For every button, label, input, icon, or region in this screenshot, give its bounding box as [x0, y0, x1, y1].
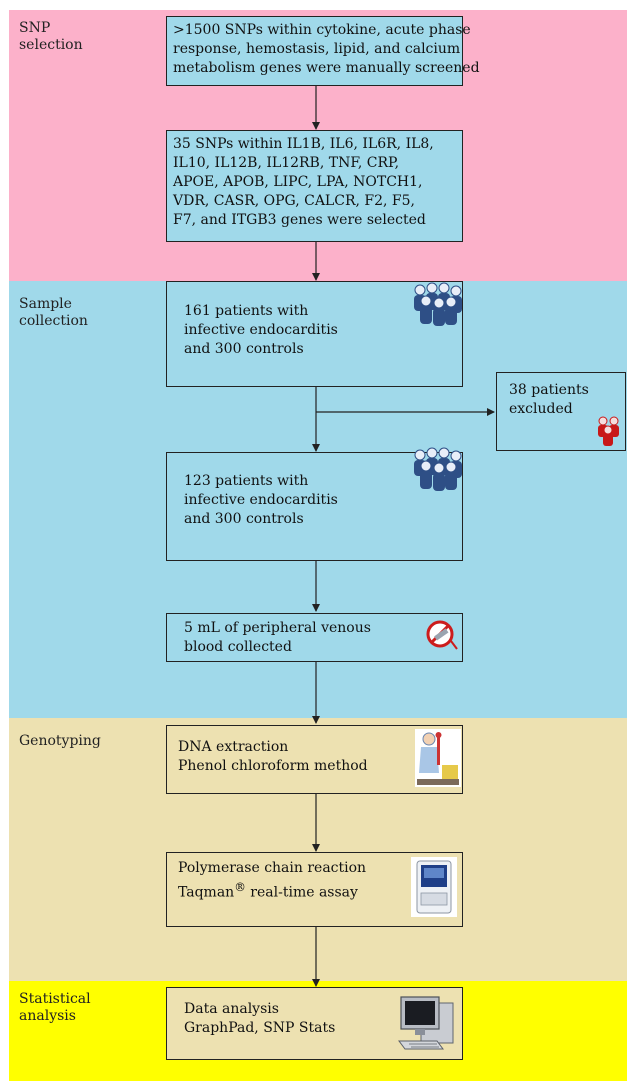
snp-screening-box: >1500 SNPs within cytokine, acute phase …: [166, 16, 480, 86]
box-text-line: VDR, CASR, OPG, CALCR, F2, F5,: [173, 193, 415, 209]
box-text-line: and 300 controls: [184, 341, 304, 357]
box-text-line: blood collected: [184, 639, 292, 655]
box-text-line: IL10, IL12B, IL12RB, TNF, CRP,: [173, 155, 400, 171]
box-text-line: 35 SNPs within IL1B, IL6, IL6R, IL8,: [173, 136, 434, 152]
dna-extraction-box: DNA extraction Phenol chloroform method: [166, 725, 463, 794]
box-text-line: 5 mL of peripheral venous: [184, 620, 371, 636]
box-text-line: >1500 SNPs within cytokine, acute phase: [173, 22, 471, 38]
box-text-line: 161 patients with: [184, 303, 309, 319]
box-text-line: Phenol chloroform method: [178, 758, 368, 774]
computer-icon: [398, 996, 454, 1050]
box-text-line: metabolism genes were manually screened: [173, 60, 480, 76]
pcr-machine-icon: [411, 857, 457, 917]
patients-161-box: 161 patients with infective endocarditis…: [166, 281, 463, 387]
box-text-line: 38 patients: [509, 382, 589, 398]
sample-collection-label: Sample collection: [19, 296, 88, 329]
excluded-people-icon: [598, 416, 619, 446]
box-text-line: and 300 controls: [184, 511, 304, 527]
box-text-line: Taqman® real-time assay: [178, 878, 456, 903]
taqman-text: Taqman: [178, 884, 235, 901]
box-text-line: F7, and ITGB3 genes were selected: [173, 212, 426, 228]
excluded-box: 38 patients excluded: [496, 372, 626, 451]
people-group-icon: [414, 447, 462, 491]
box-text-line: Data analysis: [184, 1001, 279, 1017]
pcr-box: Polymerase chain reaction Taqman® real-t…: [166, 852, 463, 927]
real-time-text: real-time assay: [245, 884, 358, 901]
data-analysis-box: Data analysis GraphPad, SNP Stats: [166, 987, 463, 1060]
registered-mark: ®: [234, 880, 246, 894]
box-text-line: infective endocarditis: [184, 492, 338, 508]
box-text-line: APOE, APOB, LIPC, LPA, NOTCH1,: [173, 174, 423, 190]
lab-technician-icon: [415, 729, 461, 787]
box-text-line: excluded: [509, 401, 573, 417]
blood-collection-box: 5 mL of peripheral venous blood collecte…: [166, 613, 463, 662]
patients-123-box: 123 patients with infective endocarditis…: [166, 447, 463, 561]
box-text-line: Polymerase chain reaction: [178, 860, 367, 876]
statistical-analysis-label: Statistical analysis: [19, 991, 91, 1024]
genotyping-label: Genotyping: [19, 733, 101, 749]
snp-selected-box: 35 SNPs within IL1B, IL6, IL6R, IL8, IL1…: [166, 130, 463, 242]
syringe-icon: [426, 620, 458, 650]
people-group-icon: [414, 282, 462, 326]
box-text-line: response, hemostasis, lipid, and calcium: [173, 41, 461, 57]
box-text-line: infective endocarditis: [184, 322, 338, 338]
box-text-line: GraphPad, SNP Stats: [184, 1020, 336, 1036]
snp-selection-label: SNP selection: [19, 20, 83, 53]
box-text-line: DNA extraction: [178, 739, 289, 755]
box-text-line: 123 patients with: [184, 473, 309, 489]
